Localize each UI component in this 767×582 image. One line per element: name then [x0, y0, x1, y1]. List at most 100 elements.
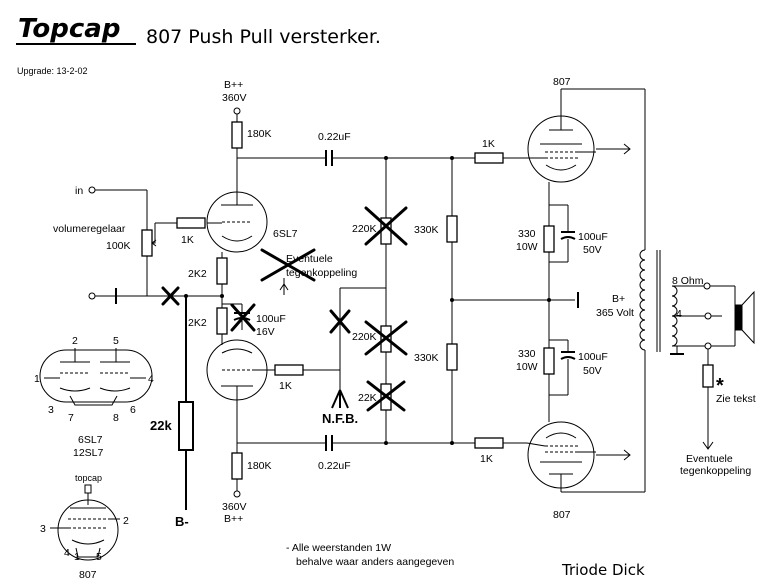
- output-feedback-label-2: tegenkoppeling: [680, 465, 751, 477]
- supply-top-voltage: 360V: [222, 92, 247, 104]
- grid-resistor-top-label: 1K: [181, 234, 194, 246]
- junction-dot: [450, 298, 454, 302]
- cathode-330-top-watt: 10W: [516, 241, 538, 253]
- resistor-22k-label: 22K: [358, 392, 377, 404]
- feedback-star: *: [716, 375, 724, 397]
- cross-mark: [260, 248, 316, 282]
- cathode-resistor-a-label: 2K2: [188, 268, 207, 280]
- supply-bottom-terminal: [233, 490, 241, 498]
- tube-bottom-label: 807: [553, 509, 571, 521]
- cathode-330-top-value: 330: [518, 228, 536, 240]
- feedback-resistor: [702, 364, 714, 388]
- grid-stopper-top-label: 1K: [482, 138, 495, 150]
- output-tube-bottom: [526, 421, 596, 492]
- cross-mark: [364, 206, 408, 246]
- logo-text: Topcap: [18, 14, 120, 44]
- pin-label: 3: [40, 523, 46, 535]
- cathode-330-top: [543, 225, 555, 253]
- grid-resistor-top: [176, 217, 206, 229]
- pin-label: 8: [113, 412, 119, 424]
- cathode-resistor-a: [216, 257, 228, 285]
- cathode-cap-value: 100uF: [256, 313, 286, 325]
- cathode-cap-top-voltage: 50V: [583, 244, 602, 256]
- pin-label: 2: [72, 335, 78, 347]
- grid-resistor-bottom-label: 1K: [279, 380, 292, 392]
- output-feedback-label-1: Eventuele: [686, 453, 733, 465]
- resistor-220k-mid-label: 220K: [352, 331, 377, 343]
- grid-leak-top-label: 330K: [414, 224, 439, 236]
- anode-resistor-bottom: [231, 452, 243, 480]
- pin-label: 1: [74, 551, 80, 563]
- pentode-name: 807: [79, 569, 97, 581]
- coupling-cap-top-label: 0.22uF: [318, 131, 351, 143]
- bminus-label: B-: [175, 514, 189, 529]
- pin-label: 2: [123, 515, 129, 527]
- tap-4-label: 4: [676, 308, 682, 320]
- pin-label: 4: [148, 373, 154, 385]
- feedback-note: Zie tekst: [716, 393, 756, 405]
- arrow-head: [702, 441, 714, 450]
- volume-pot-value: 100K: [106, 240, 131, 252]
- anode-resistor-top: [231, 121, 243, 149]
- volume-pot-name: volumeregelaar: [53, 223, 126, 235]
- pin-label: 6: [130, 404, 136, 416]
- signature: Triode Dick: [561, 561, 645, 579]
- bias-resistor-22k-label: 22k: [150, 418, 172, 433]
- pin-label: 5: [96, 551, 102, 563]
- optional-feedback-label-1: Eventuele: [286, 253, 333, 265]
- speaker-icon: [734, 290, 755, 345]
- triode-name-label: 6SL7: [273, 228, 298, 240]
- pin-label: 1: [34, 373, 40, 385]
- junction-dot: [547, 298, 551, 302]
- bias-resistor-22k: [178, 401, 194, 451]
- resistor-220k-top-label: 220K: [352, 223, 377, 235]
- pin-label: 4: [64, 547, 70, 559]
- optional-feedback-label-2: tegenkoppeling: [286, 267, 357, 279]
- grid-leak-bottom: [446, 343, 458, 371]
- tap-4-terminal: [704, 312, 712, 320]
- cathode-330-bottom-value: 330: [518, 348, 536, 360]
- output-transformer: [639, 249, 678, 352]
- grid-leak-top: [446, 215, 458, 243]
- cathode-resistor-b: [216, 307, 228, 335]
- cathode-cap-top-plate: [560, 236, 576, 240]
- footer-note-2: behalve waar anders aangegeven: [296, 556, 454, 568]
- grid-stopper-top: [474, 152, 504, 164]
- cathode-cap-bottom-value: 100uF: [578, 351, 608, 363]
- tube-top-label: 807: [553, 76, 571, 88]
- cross-mark: [161, 286, 180, 306]
- cathode-cap-bottom-plate: [560, 356, 576, 360]
- arrow-head: [623, 143, 631, 155]
- input-terminal: [88, 186, 96, 194]
- grid-resistor-bottom: [274, 364, 304, 376]
- input-label: in: [75, 185, 83, 197]
- upgrade-date: Upgrade: 13-2-02: [17, 66, 88, 76]
- pot-wiper: [152, 223, 156, 244]
- grid-leak-bottom-label: 330K: [414, 352, 439, 364]
- pin-label: 7: [68, 412, 74, 424]
- coupling-cap-bottom-label: 0.22uF: [318, 460, 351, 472]
- dual-triode-name-2: 12SL7: [73, 447, 104, 459]
- footer-note-1: - Alle weerstanden 1W: [286, 542, 391, 554]
- ground-terminal: [88, 292, 96, 300]
- output-tube-top: [527, 115, 596, 183]
- cross-mark: [364, 320, 408, 356]
- schematic-title: 807 Push Pull versterker.: [146, 26, 381, 48]
- dual-triode-pinout: [39, 348, 153, 406]
- pin-label: 5: [113, 335, 119, 347]
- cross-mark: [366, 380, 406, 412]
- cross-mark: [329, 309, 351, 334]
- tap-0-terminal: [704, 342, 712, 350]
- cathode-cap-voltage: 16V: [256, 326, 275, 338]
- bpp-top-label: B++: [224, 79, 243, 91]
- cathode-330-bottom: [543, 347, 555, 375]
- bplus-label: B+: [612, 293, 625, 305]
- supply-bottom-voltage: 360V: [222, 501, 247, 513]
- cross-mark: [230, 303, 256, 332]
- nfb-label: N.F.B.: [322, 411, 358, 426]
- nfb-arrow: [331, 389, 349, 409]
- grid-stopper-bottom-label: 1K: [480, 453, 493, 465]
- arrow-head: [623, 449, 631, 461]
- bplus-voltage: 365 Volt: [596, 307, 634, 319]
